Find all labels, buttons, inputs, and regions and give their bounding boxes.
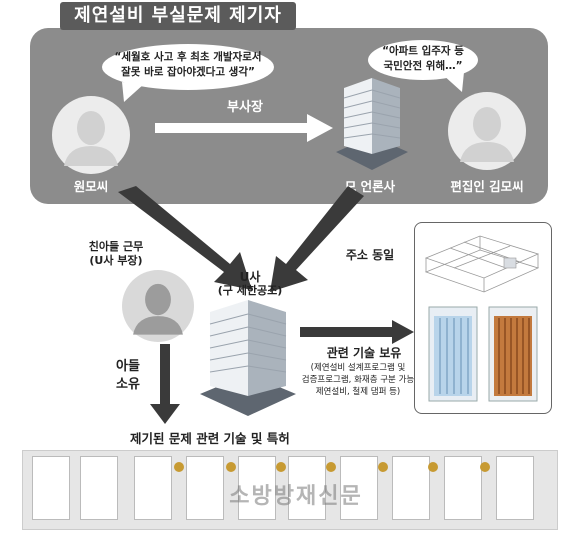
left-speech-bubble: “세월호 사고 후 최초 개발자로서 잘못 바로 잡아야겠다고 생각” <box>102 44 274 90</box>
editor-quote-line2: 국민안전 위해…” <box>383 60 463 72</box>
company-building-icon <box>200 300 296 416</box>
medal-icon <box>428 462 438 472</box>
son-label-line2: (U사 부장) <box>89 254 143 267</box>
smoke-damper-copper-illustration <box>488 306 538 402</box>
person-silhouette-icon <box>460 107 514 162</box>
tech-line2: 검증프로그램, 화재층 구분 가능 <box>301 375 415 385</box>
arrow-to-press <box>155 114 333 142</box>
tech-line1: (제연설비 설계프로그램 및 <box>310 363 406 373</box>
left-person-name: 원모씨 <box>73 179 109 194</box>
patent-document <box>392 456 430 520</box>
son-label: 친아들 근무 (U사 부장) <box>76 240 156 268</box>
arrow-down-to-patents <box>150 344 180 424</box>
owns-label-line1: 아들 <box>116 359 140 374</box>
editor-name: 편집인 김모씨 <box>450 179 524 194</box>
person-silhouette-icon <box>133 283 183 335</box>
patent-document <box>186 456 224 520</box>
bubble-tail-left <box>122 82 144 102</box>
building-icon <box>336 78 408 170</box>
person-avatar-editor <box>448 92 526 170</box>
patent-document <box>444 456 482 520</box>
patents-caption: 제기된 문제 관련 기술 및 특허 <box>130 431 290 446</box>
medal-icon <box>174 462 184 472</box>
smoke-damper-blue-illustration <box>428 306 478 402</box>
patent-document <box>80 456 118 520</box>
watermark: 소방방재신문 <box>229 484 363 509</box>
left-quote-line2: 잘못 바로 잡아야겠다고 생각” <box>121 66 255 78</box>
patent-document <box>288 456 326 520</box>
page-title: 제연설비 부실문제 제기자 <box>60 2 296 30</box>
patent-document <box>238 456 276 520</box>
medal-icon <box>326 462 336 472</box>
medal-icon <box>276 462 286 472</box>
same-address-label: 주소 동일 <box>345 248 395 262</box>
press-name: 모 언론사 <box>344 179 396 194</box>
patent-document <box>340 456 378 520</box>
company-name: U사 <box>239 270 261 284</box>
bubble-tail-right <box>442 72 464 92</box>
tech-heading: 관련 기술 보유 <box>326 346 402 360</box>
person-avatar-left <box>52 96 130 174</box>
son-label-line1: 친아들 근무 <box>88 240 144 253</box>
patent-document <box>496 456 534 520</box>
person-avatar-son <box>122 270 194 342</box>
editor-quote-line1: “아파트 입주자 등 <box>382 45 464 57</box>
medal-icon <box>480 462 490 472</box>
arrow-press-to-company <box>270 186 364 292</box>
building-floorplan-illustration <box>424 235 540 293</box>
company-label: U사 (구 세한공조) <box>205 270 295 298</box>
medal-icon <box>226 462 236 472</box>
owns-label: 아들 소유 <box>108 358 148 394</box>
arrow-to-tech <box>300 320 414 344</box>
tech-description: (제연설비 설계프로그램 및 검증프로그램, 화재층 구분 가능 제연설비, 철… <box>300 362 416 398</box>
tech-line3: 제연설비, 철제 댐퍼 등) <box>315 387 401 397</box>
medal-icon <box>378 462 388 472</box>
patent-document <box>134 456 172 520</box>
arrow-label-vice-president: 부사장 <box>227 100 263 115</box>
patent-document <box>32 456 70 520</box>
arrow-left-to-company <box>118 186 252 290</box>
left-quote-line1: “세월호 사고 후 최초 개발자로서 <box>114 51 262 63</box>
owns-label-line2: 소유 <box>116 377 140 392</box>
person-silhouette-icon <box>64 111 118 166</box>
company-former-name: (구 세한공조) <box>217 284 283 297</box>
